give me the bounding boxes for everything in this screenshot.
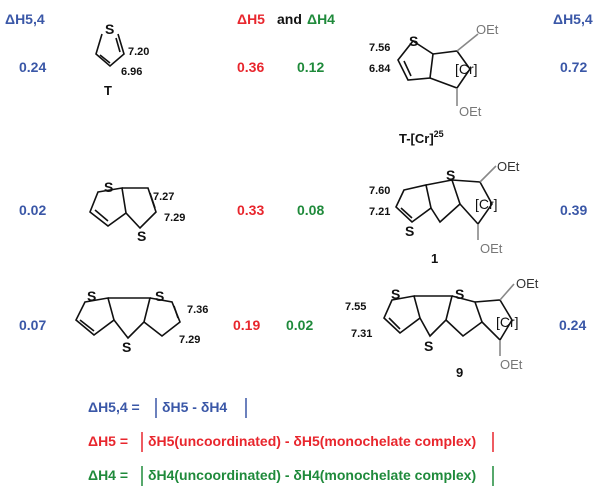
sulfur-atom: S <box>446 167 455 183</box>
row2-right-shift-h5: 7.60 <box>369 185 390 197</box>
row1-right-label-ref: 25 <box>434 129 444 139</box>
thiophene-ring-a <box>75 297 115 337</box>
row2-right-value: 0.39 <box>560 202 587 218</box>
row3-left-shift-h4: 7.29 <box>179 334 200 346</box>
oet-bond-top <box>499 283 515 301</box>
thiophene-ring-b <box>122 187 157 230</box>
dithienothiophene-cr-complex-structure: S S S OEt [Cr] OEt <box>383 276 539 372</box>
ethoxy-top: OEt <box>516 276 539 291</box>
thienothiophene-cr-complex-structure: S S OEt [Cr] OEt <box>395 159 520 256</box>
double-bond <box>99 54 111 64</box>
oet-bond-top <box>479 165 497 183</box>
thiophene-ring-b <box>425 179 461 224</box>
thiophene-structure: S <box>95 21 125 68</box>
row3-right-shift-h4: 7.31 <box>351 328 372 340</box>
row3-left-value: 0.07 <box>19 317 46 333</box>
row2-right-shift-h4: 7.21 <box>369 206 390 218</box>
thiophene-ring-a <box>383 295 421 335</box>
row1-delta-h4: 0.12 <box>297 59 324 75</box>
sulfur-atom: S <box>391 286 400 302</box>
header-right-label: ΔH5,4 <box>553 11 593 27</box>
thiophene-ring <box>95 33 125 68</box>
thiophene-ring-a <box>395 184 432 224</box>
row2-delta-h4: 0.08 <box>297 202 324 218</box>
row1-left-value: 0.24 <box>19 59 46 75</box>
equation-lhs: ΔH5 = <box>88 433 128 449</box>
equation-lhs: ΔH5,4 = <box>88 399 140 415</box>
row3-delta-h5: 0.19 <box>233 317 260 333</box>
sulfur-atom: S <box>155 288 164 304</box>
row2-right-label: 1 <box>431 251 438 266</box>
header-and: and <box>277 11 302 27</box>
sulfur-atom: S <box>87 288 96 304</box>
row1-right-shift-h5: 7.56 <box>369 42 390 54</box>
row1-left-label: T <box>104 83 112 98</box>
cp-ring <box>474 299 513 342</box>
sulfur-atom: S <box>122 339 131 355</box>
chromium-label: [Cr] <box>475 196 498 212</box>
header-left-label: ΔH5,4 <box>5 11 45 27</box>
double-bond <box>79 319 95 332</box>
row1-right-label: T-[Cr]25 <box>399 129 444 146</box>
double-bond <box>403 60 412 77</box>
ethoxy-top: OEt <box>497 159 520 174</box>
thienothiophene-structure: S S <box>89 179 157 244</box>
double-bond <box>388 317 401 330</box>
equation-delta-h4: ΔH4 = δH4(uncoordinated) - δH4(monochela… <box>88 466 494 486</box>
thiophene-ring-b <box>143 297 181 338</box>
double-bond <box>173 305 179 319</box>
row2-left-shift-h4: 7.29 <box>164 212 185 224</box>
sulfur-atom: S <box>424 338 433 354</box>
row1-right-value: 0.72 <box>560 59 587 75</box>
thiophene-ring-center <box>108 297 152 340</box>
ethoxy-bottom: OEt <box>459 104 482 119</box>
row1-right-label-main: T-[Cr] <box>399 131 434 146</box>
row1-left-shift-h4: 6.96 <box>121 66 142 78</box>
chromium-label: [Cr] <box>496 314 519 330</box>
sulfur-atom: S <box>405 223 414 239</box>
equation-lhs: ΔH4 = <box>88 467 128 483</box>
double-bond <box>94 209 109 222</box>
cp-ring <box>429 50 471 89</box>
sulfur-atom: S <box>409 33 418 49</box>
double-bond <box>400 207 413 219</box>
ethoxy-top: OEt <box>476 22 499 37</box>
double-bond <box>115 37 121 53</box>
row3-right-shift-h5: 7.55 <box>345 301 366 313</box>
header-delta-h5: ΔH5 <box>237 11 265 27</box>
sulfur-atom: S <box>104 179 113 195</box>
thiophene-ring <box>397 39 434 81</box>
equation-delta-h54: ΔH5,4 = δH5 - δH4 <box>88 398 247 418</box>
header-delta-h4: ΔH4 <box>307 11 335 27</box>
chromium-label: [Cr] <box>455 61 478 77</box>
thienyl-cr-complex-structure: S OEt [Cr] OEt <box>397 22 499 119</box>
equation-delta-h5: ΔH5 = δH5(uncoordinated) - δH5(monochela… <box>88 432 494 452</box>
row2-delta-h5: 0.33 <box>237 202 264 218</box>
row3-right-value: 0.24 <box>559 317 586 333</box>
equation-rhs: δH4(uncoordinated) - δH4(monochelate com… <box>148 467 476 483</box>
row2-left-value: 0.02 <box>19 202 46 218</box>
row3-right-label: 9 <box>456 365 463 380</box>
row1-left-shift-h5: 7.20 <box>128 46 149 58</box>
cp-ring <box>451 179 493 226</box>
row3-delta-h4: 0.02 <box>286 317 313 333</box>
row1-right-shift-h4: 6.84 <box>369 63 391 75</box>
equation-rhs: δH5 - δH4 <box>162 399 227 415</box>
row3-left-shift-h5: 7.36 <box>187 304 208 316</box>
row1-delta-h5: 0.36 <box>237 59 264 75</box>
sulfur-atom: S <box>137 228 146 244</box>
dithienothiophene-structure: S S S <box>75 288 181 355</box>
oet-bond-top <box>456 33 479 52</box>
ethoxy-bottom: OEt <box>500 357 523 372</box>
sulfur-atom: S <box>105 21 114 37</box>
equation-rhs: δH5(uncoordinated) - δH5(monochelate com… <box>148 433 476 449</box>
ethoxy-bottom: OEt <box>480 241 503 256</box>
double-bond <box>149 192 156 209</box>
sulfur-atom: S <box>455 286 464 302</box>
thiophene-ring-a <box>89 187 127 227</box>
row2-left-shift-h5: 7.27 <box>153 191 174 203</box>
